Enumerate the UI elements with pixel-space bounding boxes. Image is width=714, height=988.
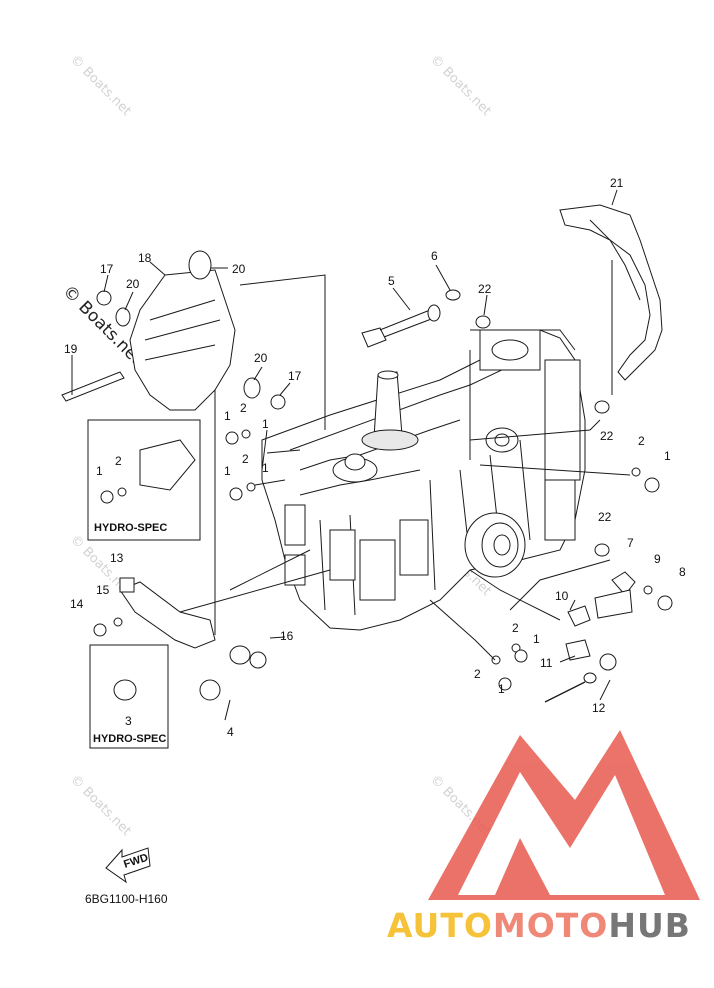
brand-text-part1: AUTO — [387, 906, 493, 945]
part-label-3: 3 — [125, 714, 132, 728]
part-label-16: 16 — [280, 629, 294, 643]
brand-text-part2: MOTO — [493, 906, 608, 945]
watermark-text: © Boats.net — [67, 52, 134, 119]
part-label-9: 9 — [654, 552, 661, 566]
part-label-5: 5 — [388, 274, 395, 288]
part-label-1: 1 — [224, 409, 231, 423]
brand-text-part3: HUB — [608, 906, 691, 945]
watermark-text: © Boats.net — [67, 772, 134, 839]
hydro-spec-box-2: HYDRO-SPEC — [89, 644, 169, 749]
part-label-7: 7 — [627, 536, 634, 550]
part-label-17: 17 — [100, 262, 114, 276]
part-label-17: 17 — [288, 369, 302, 383]
part-label-22: 22 — [600, 429, 614, 443]
part-label-20: 20 — [232, 262, 246, 276]
svg-text:AUTOMOTOHUB: AUTOMOTOHUB — [387, 906, 691, 945]
cover-part-18 — [61, 250, 286, 411]
part-label-15: 15 — [96, 583, 110, 597]
drawing-code: 6BG1100-H160 — [85, 892, 168, 906]
watermark-text: © Boats.net — [427, 52, 494, 119]
part-label-2: 2 — [474, 667, 481, 681]
part-label-13: 13 — [110, 551, 124, 565]
hydro-spec-callout-2: HYDRO-SPEC — [93, 733, 166, 745]
part-label-1: 1 — [533, 632, 540, 646]
part-label-20: 20 — [254, 351, 268, 365]
brand-logo — [428, 730, 700, 900]
part-label-1: 1 — [262, 461, 269, 475]
part-label-2: 2 — [242, 452, 249, 466]
part-label-18: 18 — [138, 251, 152, 265]
part-label-22: 22 — [598, 510, 612, 524]
part-label-2: 2 — [240, 401, 247, 415]
fwd-arrow: FWD — [105, 847, 151, 884]
part-label-2: 2 — [115, 454, 122, 468]
leader-lines — [71, 189, 631, 721]
part-label-4: 4 — [227, 725, 234, 739]
part-label-1: 1 — [664, 449, 671, 463]
part-label-21: 21 — [610, 176, 624, 190]
part-label-2: 2 — [638, 434, 645, 448]
part-label-19: 19 — [64, 342, 78, 356]
bolts-left — [100, 429, 256, 504]
part-label-8: 8 — [679, 565, 686, 579]
part-label-1: 1 — [96, 464, 103, 478]
part-label-1: 1 — [498, 682, 505, 696]
part-label-22: 22 — [478, 282, 492, 296]
cover-part-21 — [559, 204, 663, 381]
part-label-12: 12 — [592, 701, 606, 715]
part-label-14: 14 — [70, 597, 84, 611]
part-label-1: 1 — [262, 417, 269, 431]
hydro-spec-box-1: HYDRO-SPEC — [87, 419, 201, 541]
part-label-2: 2 — [512, 621, 519, 635]
right-parts — [475, 315, 673, 703]
hydro-spec-callout-1: HYDRO-SPEC — [94, 522, 167, 534]
part-label-11: 11 — [540, 656, 553, 670]
bracket-assembly — [93, 577, 267, 701]
part-label-1: 1 — [224, 464, 231, 478]
part-label-10: 10 — [555, 589, 569, 603]
part-label-20: 20 — [126, 277, 140, 291]
part-label-6: 6 — [431, 249, 438, 263]
engine-block — [261, 289, 586, 631]
brand-wordmark: AUTOMOTOHUB — [387, 906, 691, 945]
part-labels: 21 20 18 17 20 19 20 17 6 5 22 1 2 1 1 2… — [64, 176, 686, 739]
